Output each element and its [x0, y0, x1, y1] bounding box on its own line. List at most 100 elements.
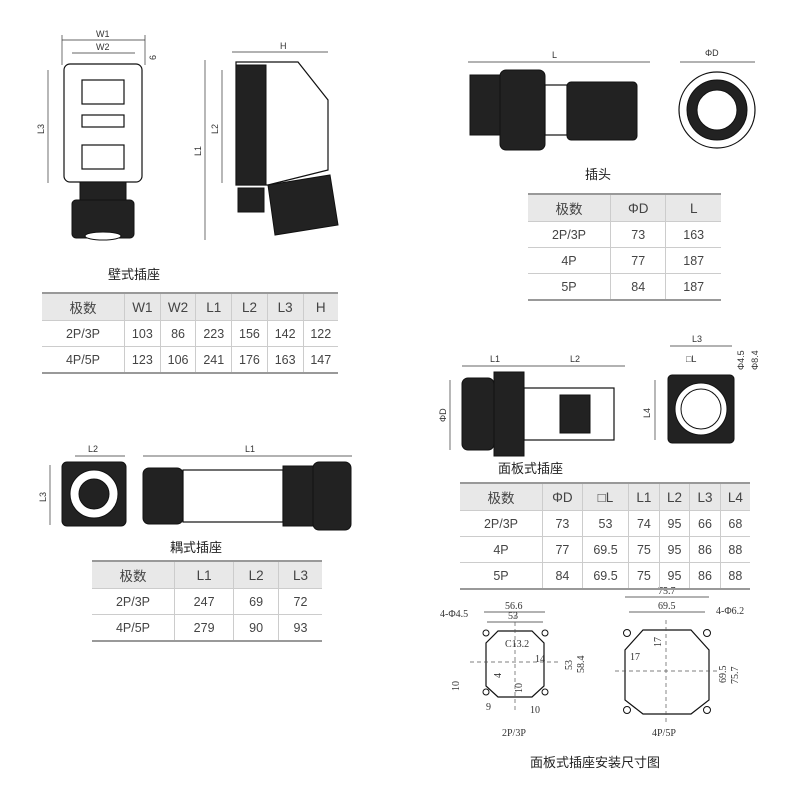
cell: 84 — [542, 562, 583, 590]
dim-4: 4 — [493, 673, 504, 678]
plug-caption: 插头 — [585, 167, 612, 182]
col-sq-l: □L — [581, 482, 629, 511]
col-h: H — [302, 292, 338, 321]
cell: 77 — [542, 536, 583, 563]
cell: 66 — [689, 510, 721, 537]
panel-socket-caption: 面板式插座 — [498, 461, 564, 476]
dim-w2: W2 — [96, 42, 110, 52]
cell: 2P/3P — [528, 221, 611, 248]
cell: 2P/3P — [460, 510, 543, 537]
cell: 176 — [231, 346, 268, 374]
dim-56-6: 56.6 — [505, 601, 523, 612]
cell: 84 — [609, 273, 666, 301]
cell: 53 — [581, 510, 629, 537]
dim-l3-coupler: L3 — [38, 492, 48, 502]
coupler-socket-caption: 耦式插座 — [170, 540, 223, 555]
label-2p3p: 2P/3P — [502, 728, 526, 739]
dim-phi45: Φ4.5 — [736, 350, 746, 370]
dim-c13-2: C13.2 — [505, 639, 529, 650]
dim-l3-panel: L3 — [692, 334, 702, 344]
dim-l1-coupler: L1 — [245, 444, 255, 454]
cell: 163 — [665, 221, 721, 248]
dim-h: H — [280, 41, 287, 51]
panel-socket-drawing: L1 L2 ΦD L3 □L Φ4.5 Φ8.4 L4 — [438, 334, 760, 457]
dim-phid-panel: ΦD — [438, 408, 448, 422]
col-w2: W2 — [159, 292, 196, 321]
cell: 95 — [658, 536, 690, 563]
col-poles: 极数 — [528, 193, 611, 222]
col-l1: L1 — [195, 292, 232, 321]
cell: 95 — [658, 510, 690, 537]
cell: 73 — [609, 221, 666, 248]
dim-53: 53 — [508, 611, 518, 622]
cell: 90 — [233, 614, 279, 642]
cell: 122 — [302, 320, 338, 347]
dim-sq-l: □L — [686, 354, 696, 364]
col-l4: L4 — [719, 482, 750, 511]
cell: 4P/5P — [92, 614, 175, 642]
dim-14: 14 — [535, 654, 545, 665]
dim-53-v: 53 — [564, 660, 575, 670]
col-l2: L2 — [231, 292, 268, 321]
cell: 72 — [277, 588, 322, 615]
dim-hole-4-5: 4-Φ4.5 — [440, 609, 468, 620]
cell: 156 — [231, 320, 268, 347]
cell: 4P — [528, 247, 611, 274]
cell: 247 — [173, 588, 234, 615]
table-header: 极数 ΦD □L L1 L2 L3 L4 — [460, 482, 750, 511]
col-l2: L2 — [658, 482, 690, 511]
cell: 73 — [542, 510, 583, 537]
col-l3: L3 — [266, 292, 304, 321]
dim-10-left: 10 — [451, 681, 462, 691]
dim-75-7: 75.7 — [658, 586, 676, 597]
wall-socket-side-drawing: H L1 L2 — [193, 41, 339, 240]
cell: 95 — [658, 562, 690, 590]
dim-l: L — [552, 50, 557, 60]
dim-phid-plug: ΦD — [705, 48, 719, 58]
cell: 86 — [159, 320, 196, 347]
wall-socket-caption: 壁式插座 — [108, 267, 161, 282]
coupler-socket-drawing: L2 L3 L1 — [38, 444, 352, 531]
cell: 69 — [233, 588, 279, 615]
cell: 93 — [277, 614, 322, 642]
wall-socket-front-drawing: W1 W2 6 L3 — [36, 29, 158, 241]
cell: 75 — [628, 536, 660, 563]
cell: 147 — [302, 346, 338, 374]
mounting-2p3p-drawing: 56.6 53 4-Φ4.5 C13.2 14 53 58.4 4 10 10 … — [440, 601, 587, 739]
cell: 4P — [460, 536, 543, 563]
cell: 75 — [628, 562, 660, 590]
cell: 86 — [689, 536, 721, 563]
cell: 279 — [173, 614, 234, 642]
cell: 4P/5P — [42, 346, 125, 374]
dim-6: 6 — [148, 55, 158, 60]
cell: 187 — [665, 247, 721, 274]
cell: 69.5 — [581, 536, 629, 563]
cell: 142 — [266, 320, 304, 347]
col-l1: L1 — [173, 560, 234, 589]
col-poles: 极数 — [42, 292, 125, 321]
cell: 163 — [266, 346, 304, 374]
dim-l2-panel: L2 — [570, 354, 580, 364]
col-poles: 极数 — [460, 482, 543, 511]
dim-17-h: 17 — [630, 652, 640, 663]
cell: 241 — [195, 346, 232, 374]
col-poles: 极数 — [92, 560, 175, 589]
dim-10-bottom: 10 — [530, 705, 540, 716]
cell: 5P — [460, 562, 543, 590]
col-phid: ΦD — [542, 482, 583, 511]
table-header: 极数 W1 W2 L1 L2 L3 H — [42, 292, 338, 321]
cell: 2P/3P — [92, 588, 175, 615]
col-phid: ΦD — [609, 193, 666, 222]
